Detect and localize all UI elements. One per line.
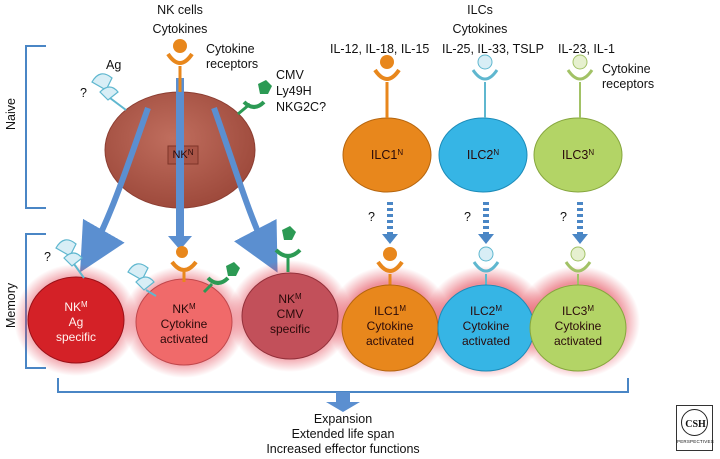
ilc3-naive-cell bbox=[533, 117, 623, 193]
nk-memory-cmv-receptor-icon bbox=[274, 226, 302, 272]
ilc1-naive-label: ILC1N bbox=[370, 148, 404, 162]
nk-vertical-arrow bbox=[168, 78, 192, 250]
nk-nkg2c-label: NKG2C? bbox=[276, 100, 327, 114]
logo-ring-icon: CSH bbox=[681, 409, 708, 436]
nk-cytokine-receptor-icon bbox=[166, 52, 194, 65]
nk-cytokine-icon bbox=[173, 39, 187, 53]
nk-header-line1: NK cells bbox=[157, 3, 203, 17]
nk-memory-cytokine-receptors-icon bbox=[127, 246, 240, 297]
nk-memory-cmv-cell bbox=[241, 272, 339, 360]
ilc3-memory-cell bbox=[529, 284, 627, 372]
ilc-arrowheads bbox=[382, 234, 588, 244]
outcome-life-span: Extended life span bbox=[291, 427, 395, 441]
ilc2-naive-cell bbox=[438, 117, 528, 193]
ilc3-cytokines-label: IL-23, IL-1 bbox=[558, 42, 615, 56]
outcome-expansion: Expansion bbox=[313, 412, 373, 426]
memory-section-label: Memory bbox=[4, 282, 18, 328]
nk-ag-receptor-icon bbox=[91, 73, 127, 111]
ilc-dashed-arrows bbox=[387, 202, 583, 234]
ilc1-cytokines-label: IL-12, IL-18, IL-15 bbox=[330, 42, 430, 56]
ilc1-memory-text: ILC1M Cytokine activated bbox=[365, 304, 415, 348]
ilc-cytokine-receptors-label: Cytokine receptors bbox=[602, 62, 655, 91]
ilc3-question: ? bbox=[560, 210, 567, 224]
nk-right-curve-arrow bbox=[211, 106, 278, 273]
ilc-header-line2: Cytokines bbox=[452, 22, 508, 36]
naive-section-label: Naive bbox=[4, 98, 18, 130]
nk-memory-ag-cell bbox=[27, 276, 125, 364]
nk-cytokine-receptors-label: Cytokine receptors bbox=[206, 42, 259, 71]
nk-ag-question: ? bbox=[80, 86, 87, 100]
ilc2-naive-label: ILC2N bbox=[466, 148, 500, 162]
nk-memory-cmv-text: NKM CMV specific bbox=[269, 292, 310, 336]
nk-memory-cytokine-text: NKM Cytokine activated bbox=[159, 302, 209, 346]
nk-ag-label: Ag bbox=[106, 58, 122, 72]
logo-text: CSH bbox=[685, 419, 706, 430]
nk-cmv-receptor-icon bbox=[237, 80, 272, 116]
nk-naive-cell-label: NKN bbox=[172, 148, 194, 161]
nk-ly49h-label: Ly49H bbox=[276, 84, 312, 98]
nk-memory-ag-receptor-icon bbox=[55, 239, 85, 279]
ilc3-memory-text: ILC3M Cytokine activated bbox=[553, 304, 603, 348]
csh-perspectives-logo: CSH PERSPECTIVES bbox=[676, 405, 714, 451]
nk-memory-ag-text: NKM Ag specific bbox=[55, 300, 96, 344]
ilc3-naive-label: ILC3N bbox=[561, 148, 595, 162]
ilc2-question: ? bbox=[464, 210, 471, 224]
outcome-effector: Increased effector functions bbox=[266, 442, 420, 456]
nk-memory-question: ? bbox=[44, 250, 51, 264]
outcome-arrow bbox=[326, 402, 360, 412]
nk-cmv-label: CMV bbox=[276, 68, 304, 82]
logo-subtext: PERSPECTIVES bbox=[677, 439, 714, 444]
ilc2-memory-text: ILC2M Cytokine activated bbox=[461, 304, 511, 348]
nk-left-curve-arrow bbox=[80, 106, 151, 273]
nk-header-line2: Cytokines bbox=[152, 22, 208, 36]
ilc-naive-receptor-icons bbox=[373, 54, 594, 118]
ilc2-cytokines-label: IL-25, IL-33, TSLP bbox=[442, 42, 544, 56]
outcome-bracket bbox=[57, 378, 629, 393]
ilc1-question: ? bbox=[368, 210, 375, 224]
ilc-header-line1: ILCs bbox=[467, 3, 493, 17]
